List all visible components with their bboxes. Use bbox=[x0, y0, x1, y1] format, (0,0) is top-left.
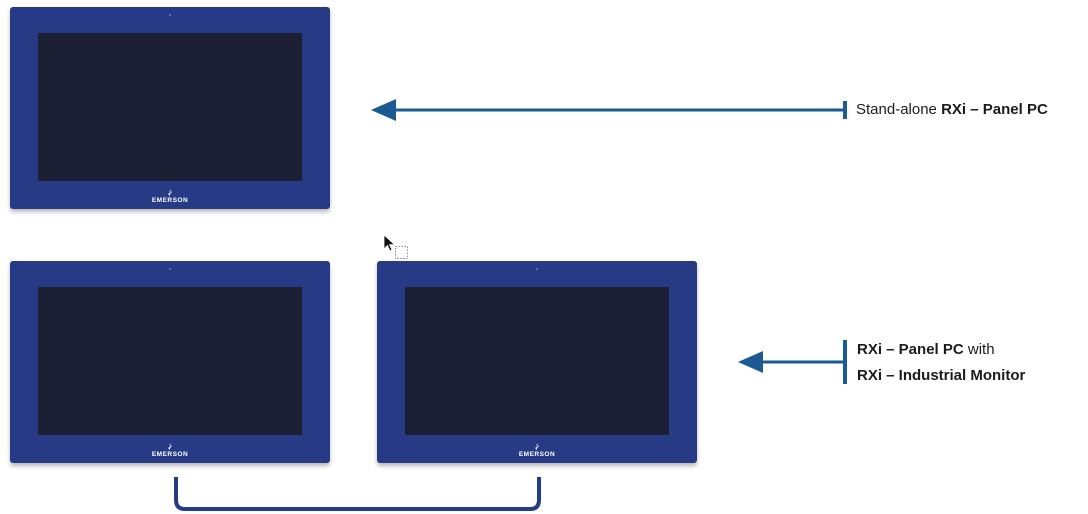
emerson-logo-icon bbox=[168, 187, 172, 196]
industrial-monitor: EMERSON bbox=[377, 261, 697, 463]
arrow-combo-tail-bar bbox=[843, 340, 847, 384]
brand-logo: EMERSON bbox=[377, 441, 697, 459]
panel-screen bbox=[38, 33, 302, 181]
brand-text: EMERSON bbox=[151, 451, 189, 458]
label-standalone: Stand-alone RXi – Panel PC bbox=[856, 101, 1048, 118]
brand-logo: EMERSON bbox=[10, 187, 330, 205]
label-combo-line1: RXi – Panel PC with bbox=[857, 341, 995, 358]
brand-text: EMERSON bbox=[151, 197, 189, 204]
arrow-standalone-tail-bar bbox=[843, 101, 847, 119]
emerson-logo-icon bbox=[168, 441, 172, 450]
label-standalone-bold: RXi – Panel PC bbox=[941, 101, 1048, 118]
panel-screen bbox=[38, 287, 302, 435]
arrow-standalone bbox=[371, 99, 847, 121]
label-combo-line2: RXi – Industrial Monitor bbox=[857, 367, 1025, 384]
link-bracket bbox=[174, 477, 541, 511]
brand-text: EMERSON bbox=[518, 451, 556, 458]
panel-pc-combo: EMERSON bbox=[10, 261, 330, 463]
camera-dot bbox=[169, 14, 171, 16]
label-combo-line1-bold: RXi – Panel PC bbox=[857, 341, 964, 358]
camera-dot bbox=[536, 268, 538, 270]
panel-pc-standalone: EMERSON bbox=[10, 7, 330, 209]
camera-dot bbox=[169, 268, 171, 270]
emerson-logo-icon bbox=[535, 441, 539, 450]
arrow-combo bbox=[738, 340, 847, 384]
mouse-cursor-icon bbox=[383, 234, 411, 262]
label-combo-line1-suffix: with bbox=[963, 341, 995, 358]
brand-logo: EMERSON bbox=[10, 441, 330, 459]
label-combo-line2-bold: RXi – Industrial Monitor bbox=[857, 367, 1026, 384]
arrow-combo-head bbox=[738, 351, 763, 373]
panel-screen bbox=[405, 287, 669, 435]
arrow-standalone-head bbox=[371, 99, 396, 121]
label-standalone-prefix: Stand-alone bbox=[856, 101, 942, 118]
